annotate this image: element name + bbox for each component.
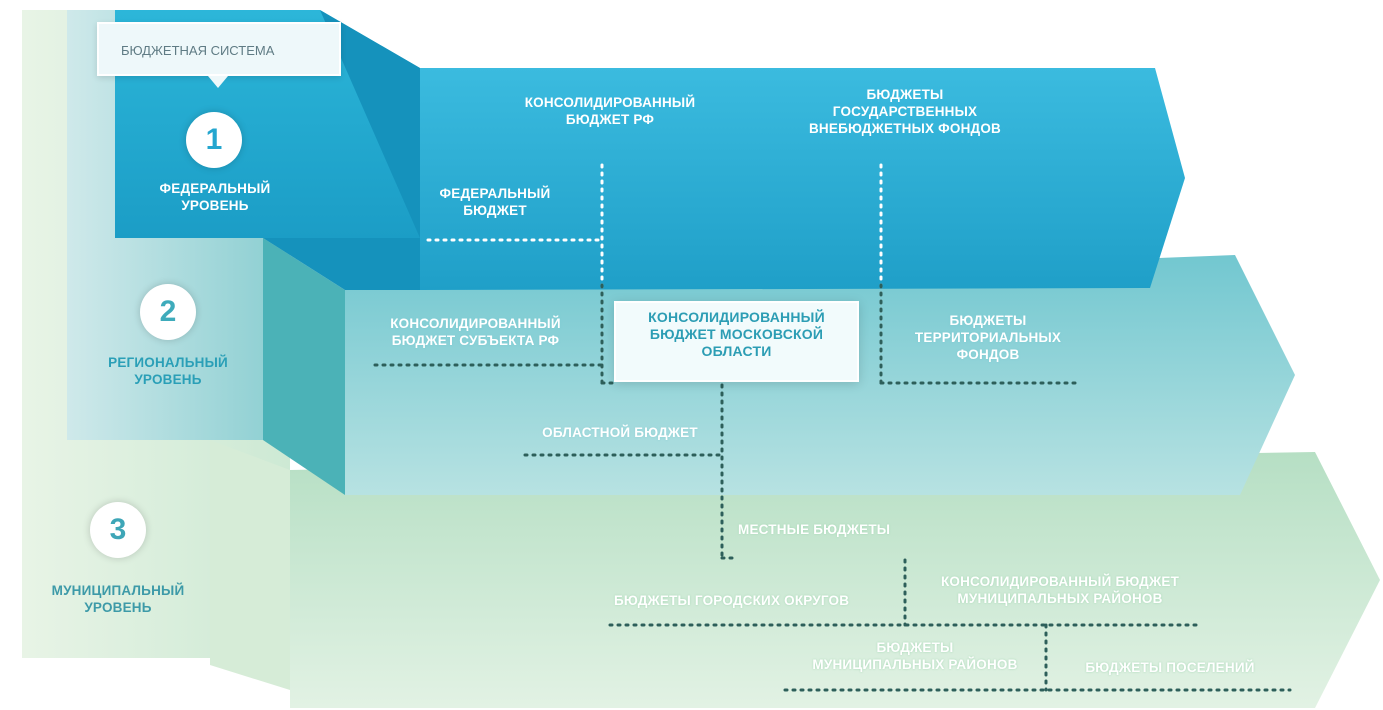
- level-1-number: 1: [186, 112, 242, 168]
- municipal-districts-budgets: БЮДЖЕТЫ МУНИЦИПАЛЬНЫХ РАЙОНОВ: [812, 640, 1018, 672]
- consolidated-municipal-districts-budget: КОНСОЛИДИРОВАННЫЙ БЮДЖЕТ МУНИЦИПАЛЬНЫХ Р…: [940, 574, 1180, 606]
- oblast-budget: ОБЛАСТНОЙ БЮДЖЕТ: [542, 425, 698, 440]
- moscow-region-consolidated-budget: КОНСОЛИДИРОВАННЫЙ БЮДЖЕТ МОСКОВСКОЙ ОБЛА…: [648, 309, 825, 359]
- consolidated-budget-rf: КОНСОЛИДИРОВАННЫЙ БЮДЖЕТ РФ: [524, 95, 696, 127]
- local-budgets: МЕСТНЫЕ БЮДЖЕТЫ: [738, 522, 891, 537]
- federal-side: [263, 10, 420, 290]
- level-2-number: 2: [140, 284, 196, 340]
- moscow-region-highlight: [614, 301, 859, 382]
- settlement-budgets: БЮДЖЕТЫ ПОСЕЛЕНИЙ: [1085, 660, 1255, 675]
- municipal-arrow: [290, 452, 1380, 708]
- federal-arrow: [420, 68, 1185, 290]
- budget-system-pointer: [208, 76, 228, 88]
- extrabudgetary-funds-budgets: БЮДЖЕТЫ ГОСУДАРСТВЕННЫХ ВНЕБЮДЖЕТНЫХ ФОН…: [808, 87, 1002, 136]
- level-3-number: 3: [90, 502, 146, 558]
- level-1-name: ФЕДЕРАЛЬНЫЙ УРОВЕНЬ: [159, 181, 271, 213]
- level-3-name: МУНИЦИПАЛЬНЫЙ УРОВЕНЬ: [51, 583, 185, 615]
- level-2-name: РЕГИОНАЛЬНЫЙ УРОВЕНЬ: [108, 355, 228, 387]
- budget-system-label: БЮДЖЕТНАЯ СИСТЕМА: [97, 22, 341, 76]
- regional-side: [263, 238, 345, 495]
- subject-consolidated-budget: КОНСОЛИДИРОВАННЫЙ БЮДЖЕТ СУБЪЕКТА РФ: [390, 316, 561, 348]
- territorial-funds-budgets: БЮДЖЕТЫ ТЕРРИТОРИАЛЬНЫХ ФОНДОВ: [914, 313, 1062, 362]
- regional-connectors: [373, 283, 1292, 692]
- federal-budget: ФЕДЕРАЛЬНЫЙ БЮДЖЕТ: [439, 186, 551, 218]
- municipal-side: [210, 440, 290, 690]
- city-districts-budgets: БЮДЖЕТЫ ГОРОДСКИХ ОКРУГОВ: [614, 593, 850, 608]
